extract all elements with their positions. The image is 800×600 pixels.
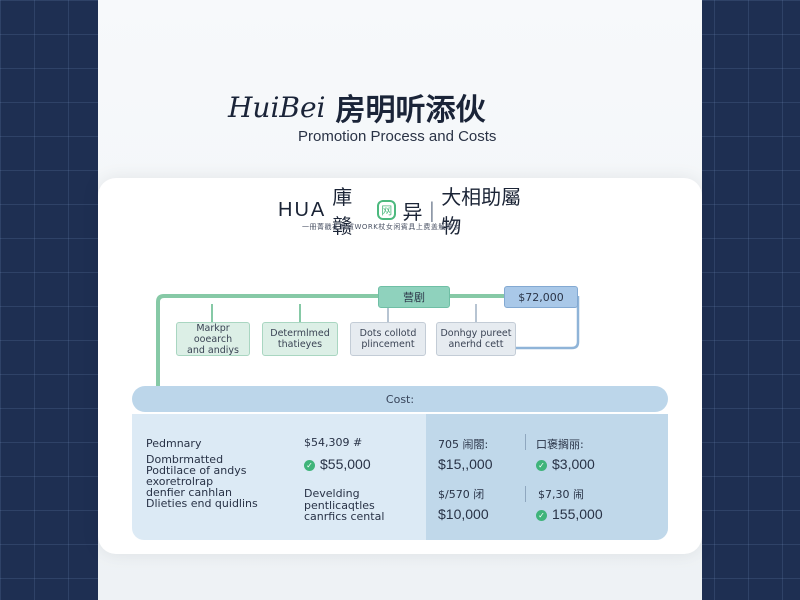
cost-value: $55,000 [320, 456, 371, 472]
cost-value: $3,000 [552, 456, 595, 472]
card-title: HUA 庫赣 网 异 | 大相助屬物 [278, 185, 538, 238]
card-title-cjk-1: 庫赣 [332, 185, 353, 238]
step-line: thatieyes [277, 339, 323, 350]
process-step: Markpr ooearch and andiys [176, 322, 250, 356]
badge-icon: 网 [376, 200, 397, 220]
column-divider [525, 434, 526, 450]
cost-label: Dlieties end quidlins [146, 497, 258, 510]
cost-label: Dombrmatted [146, 453, 224, 466]
column-divider [525, 486, 526, 502]
cost-col4-value: ✓ $3,000 [536, 456, 595, 472]
process-step: Donhgy pureet anerhd cett [436, 322, 516, 356]
budget-pill: $72,000 [504, 286, 578, 308]
cost-col4-value2: ✓ 155,000 [536, 506, 603, 522]
step-line: plincement [361, 339, 415, 350]
step-line: anerhd cett [448, 339, 504, 350]
step-line: and andiys [187, 344, 239, 356]
check-icon: ✓ [536, 510, 547, 521]
step-line: Donhgy pureet [440, 328, 512, 339]
card-title-cjk-2: 异 [402, 199, 423, 224]
stage-pill-green: 营剧 [378, 286, 450, 308]
cost-col3-value: $15,,000 [438, 456, 493, 472]
step-line: Markpr ooearch [193, 322, 233, 345]
cost-col2-value: ✓ $55,000 [304, 456, 371, 472]
process-step: Determlmed thatieyes [262, 322, 338, 356]
cost-col2-desc: pentlicaqtles [304, 499, 375, 512]
cost-col4-head: 口褒搁丽: [536, 438, 584, 451]
title-separator: | [428, 198, 436, 222]
cost-col2-head: $54,309 # [304, 436, 363, 449]
card-caption: 一冊菁戳花育賀WORK杖女闲賓具上费盖觝拳乡 [302, 223, 461, 231]
cost-col3-head: 705 闹閤: [438, 438, 489, 451]
cost-col4-head2: $7,30 闹 [538, 488, 584, 501]
page-title: HuiBei 房明听添伙 [228, 84, 588, 130]
cost-col2-desc: canrfics cental [304, 510, 385, 523]
cost-col2-desc: Develding [304, 487, 360, 500]
cost-col3-head2: $/570 闭 [438, 488, 485, 501]
cost-table-shade [426, 414, 668, 540]
title-cjk: 房明听添伙 [335, 93, 486, 128]
cost-header: Cost: [132, 386, 668, 412]
check-icon: ✓ [536, 460, 547, 471]
cost-table: Pedmnary Dombrmatted Podtilace of andys … [132, 414, 668, 540]
cost-label: denfier canhlan [146, 486, 232, 499]
check-icon: ✓ [304, 460, 315, 471]
cost-label: Podtilace of andys [146, 464, 247, 477]
title-latin: HuiBei [228, 90, 326, 124]
process-step: Dots collotd plincement [350, 322, 426, 356]
cost-col3-value2: $10,000 [438, 506, 489, 522]
cost-label: exoretrolrap [146, 475, 214, 488]
cost-value: 155,000 [552, 506, 603, 522]
cost-label: Pedmnary [146, 437, 202, 450]
page-subtitle: Promotion Process and Costs [298, 128, 497, 145]
card-title-latin: HUA [278, 198, 327, 221]
step-line: Determlmed [270, 328, 330, 339]
step-line: Dots collotd [359, 328, 417, 339]
card-title-cjk-3: 大相助屬物 [441, 185, 522, 238]
